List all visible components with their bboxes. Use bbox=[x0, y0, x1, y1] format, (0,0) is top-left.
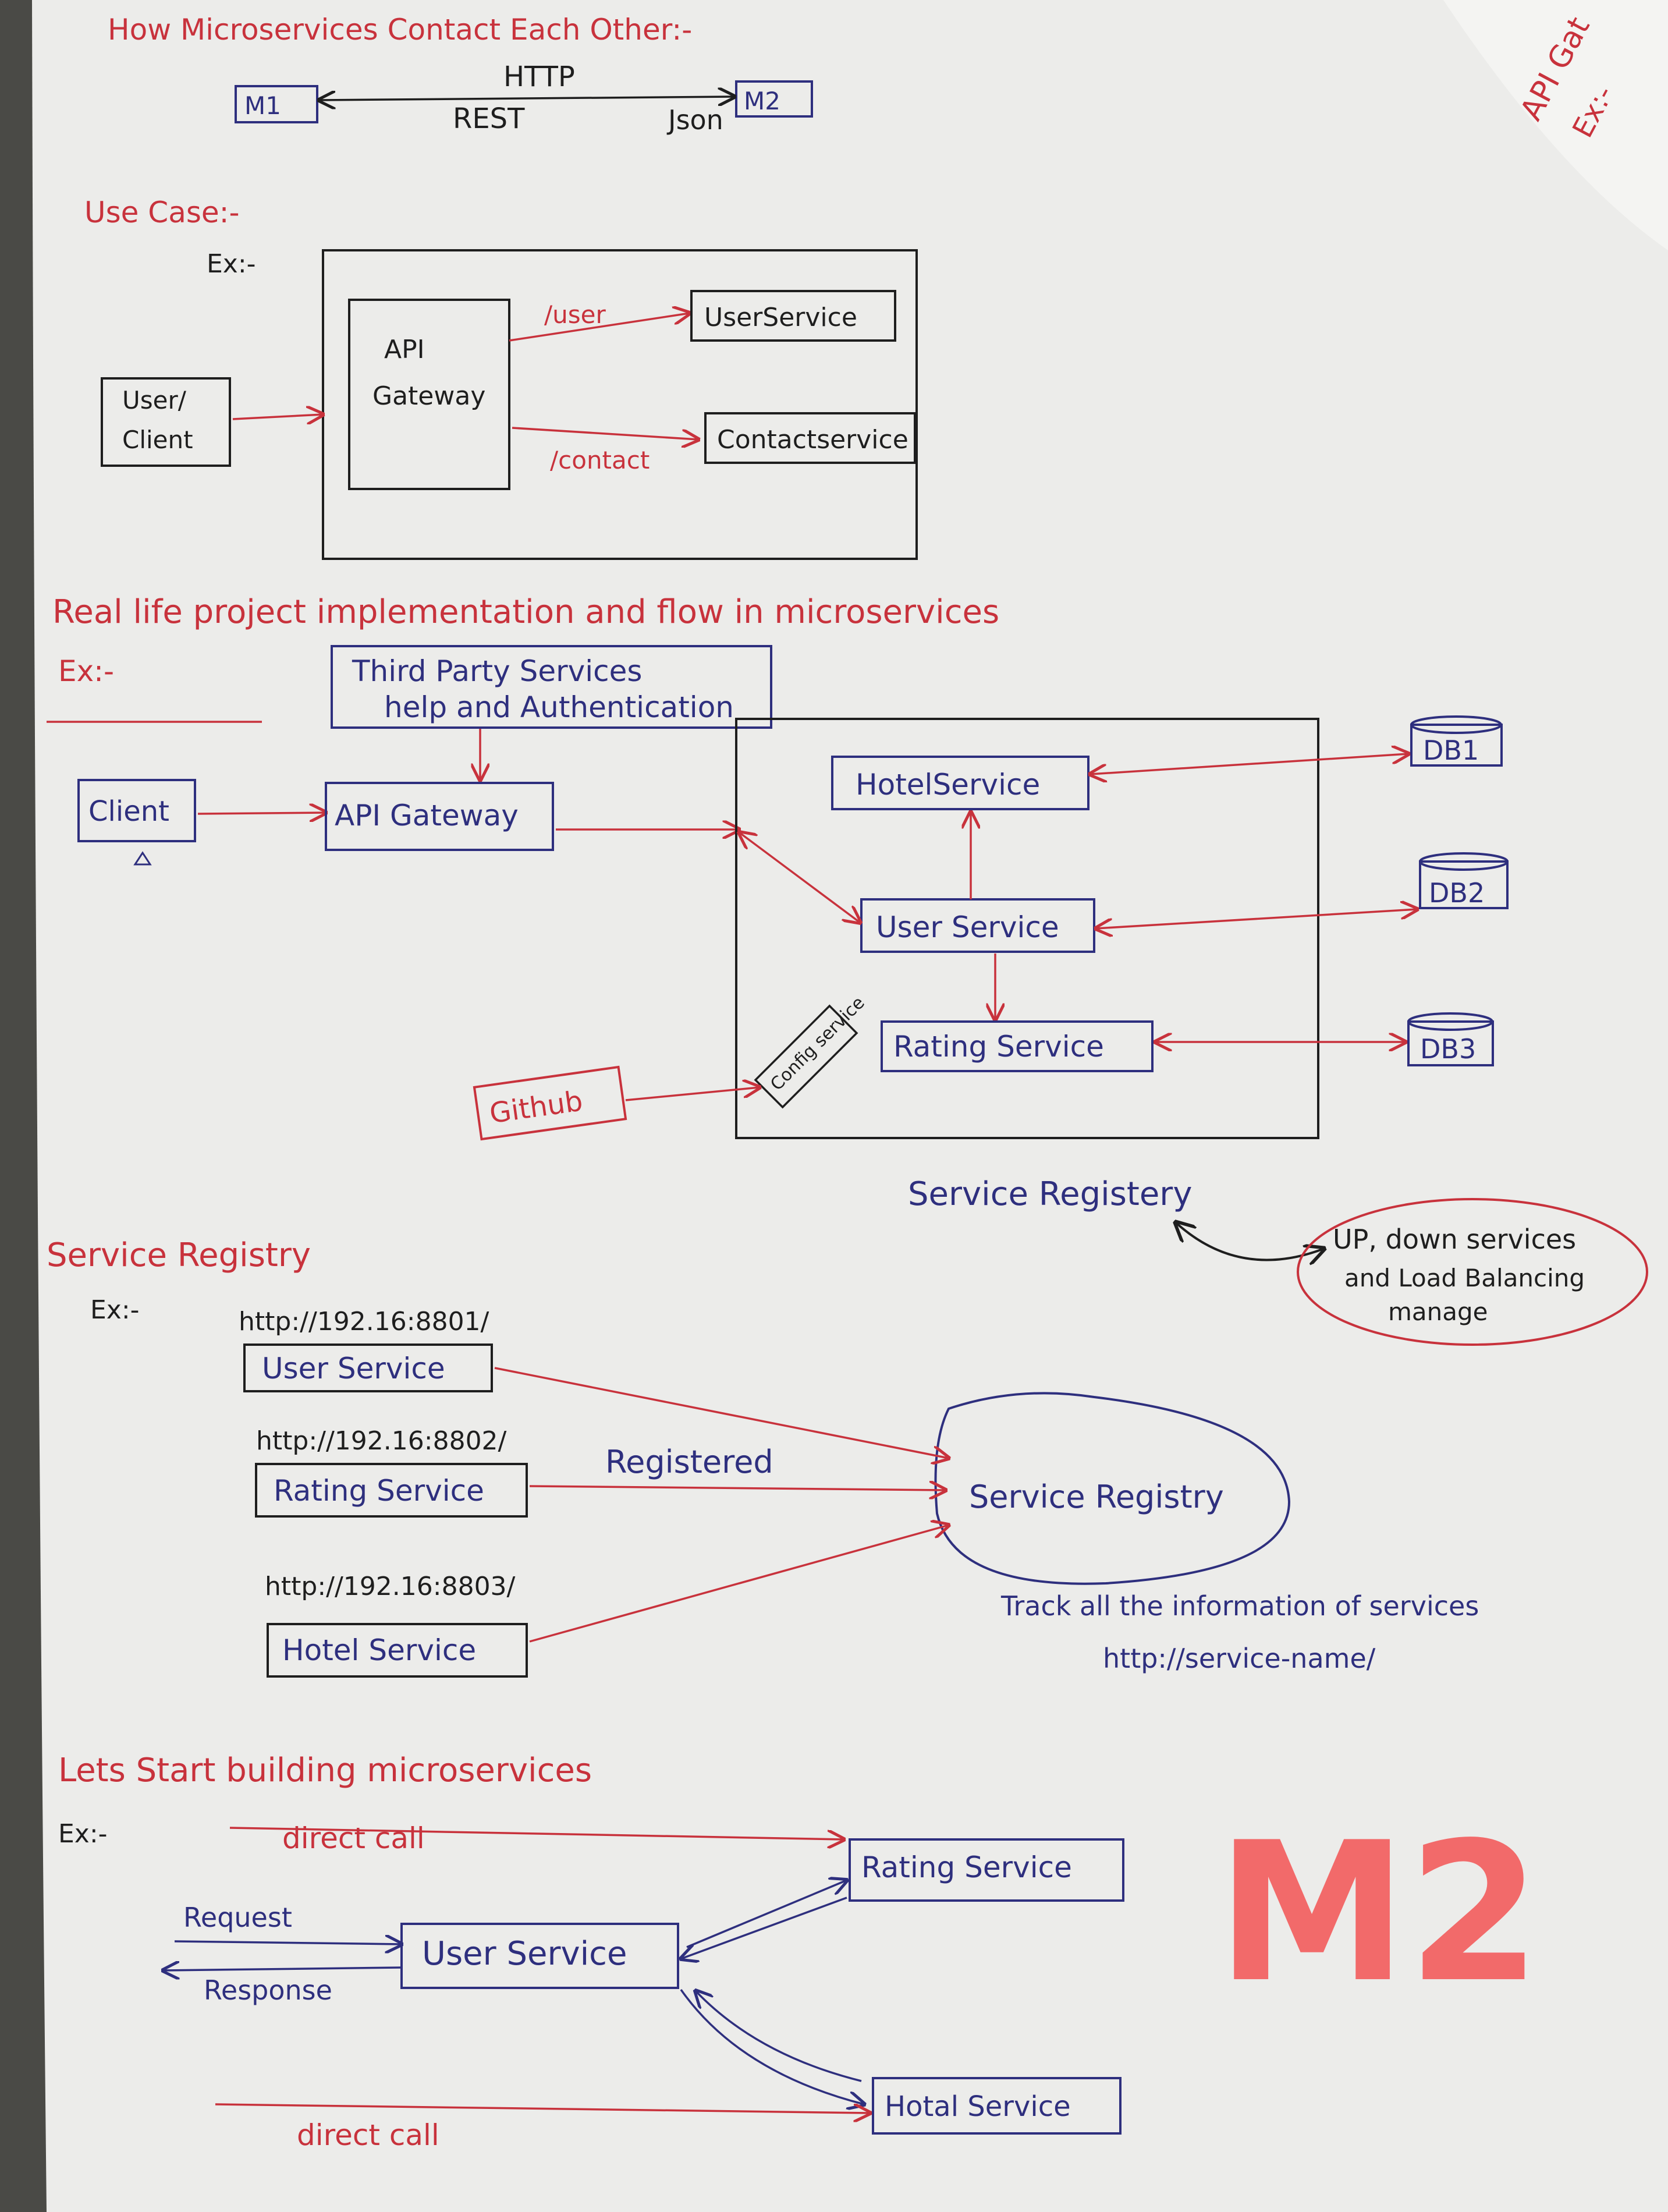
reg-user-service-label: User Service bbox=[262, 1352, 445, 1385]
db3-icon bbox=[1407, 1012, 1494, 1066]
lsb-hotel-service-label: Hotal Service bbox=[885, 2090, 1071, 2123]
usecase-contactservice-label: Contactservice bbox=[717, 425, 908, 455]
usecase-route-user: /user bbox=[544, 300, 606, 329]
http-label: HTTP bbox=[503, 61, 575, 93]
usecase-client-label-line1: User/ bbox=[122, 386, 187, 414]
url2-label: http://192.16:8802/ bbox=[256, 1426, 507, 1456]
cluster-user-arrow bbox=[739, 832, 860, 923]
direct-call-top-arrow bbox=[229, 1827, 844, 1839]
usecase-route-contact: /contact bbox=[550, 446, 650, 474]
user-db2-arrow bbox=[1096, 909, 1417, 928]
client-label: Client bbox=[88, 795, 169, 828]
section5-ex: Ex:- bbox=[58, 1819, 108, 1849]
third-party-line2: help and Authentication bbox=[384, 690, 734, 724]
github-box bbox=[473, 1065, 627, 1141]
rating-service-label: Rating Service bbox=[893, 1030, 1104, 1064]
direct-call-bottom-label: direct call bbox=[297, 2118, 439, 2152]
lsb-hotel-service-box bbox=[872, 2077, 1122, 2135]
usecase-contact-arrow bbox=[512, 427, 698, 439]
request-label: Request bbox=[183, 1902, 292, 1933]
m2-label: M2 bbox=[744, 87, 780, 115]
db3-label: DB3 bbox=[1420, 1033, 1476, 1065]
db2-label: DB2 bbox=[1429, 877, 1485, 909]
third-party-box bbox=[331, 645, 772, 729]
user-service-label: User Service bbox=[876, 910, 1059, 944]
section5-heading: Lets Start building microservices bbox=[58, 1752, 592, 1789]
paper-sheet bbox=[32, 0, 1668, 2212]
usecase-gateway-label-line2: Gateway bbox=[372, 381, 485, 411]
client-box bbox=[77, 779, 196, 842]
hotel-registry-arrow bbox=[529, 1525, 949, 1643]
section3-heading: Real life project implementation and flo… bbox=[52, 593, 999, 631]
response-label: Response bbox=[204, 1975, 332, 2006]
usecase-contactservice-box bbox=[704, 412, 916, 464]
usecase-gateway-label-line1: API bbox=[384, 335, 425, 364]
user-rating-call-arrow bbox=[686, 1880, 847, 1948]
third-party-line1: Third Party Services bbox=[352, 654, 642, 688]
section4-ex: Ex:- bbox=[90, 1295, 140, 1325]
json-label: Json bbox=[666, 104, 723, 136]
section4-heading: Service Registry bbox=[47, 1236, 311, 1274]
rating-registry-arrow bbox=[529, 1486, 946, 1490]
response-arrow bbox=[163, 1968, 402, 1970]
client-marker-icon bbox=[133, 851, 152, 866]
usecase-gateway-box bbox=[348, 299, 510, 490]
registry-note-bubble bbox=[1297, 1198, 1648, 1346]
section2-heading: Use Case:- bbox=[84, 196, 240, 229]
db2-icon bbox=[1419, 852, 1509, 909]
section1-heading: How Microservices Contact Each Other:- bbox=[108, 13, 692, 47]
reg-rating-service-label: Rating Service bbox=[274, 1474, 484, 1508]
service-registry-caption: Service Registery bbox=[908, 1175, 1192, 1213]
rating-user-return-arrow bbox=[681, 1896, 847, 1959]
reg-user-service-box bbox=[243, 1343, 493, 1392]
gateway-label: API Gateway bbox=[335, 799, 519, 832]
service-url-note: http://service-name/ bbox=[1103, 1643, 1376, 1674]
rest-label: REST bbox=[453, 102, 525, 135]
track-note: Track all the information of services bbox=[1000, 1590, 1479, 1622]
m2-badge: M2 bbox=[1216, 1801, 1541, 2025]
usecase-client-arrow bbox=[232, 414, 323, 419]
db1-label: DB1 bbox=[1423, 735, 1479, 766]
user-hotel-call-arrow bbox=[680, 1988, 864, 2104]
registry-note-line2: and Load Balancing bbox=[1344, 1264, 1585, 1292]
url3-label: http://192.16:8803/ bbox=[265, 1572, 516, 1601]
hotel-service-label: HotelService bbox=[856, 768, 1040, 802]
usecase-userservice-box bbox=[690, 290, 896, 342]
usecase-user-arrow bbox=[509, 313, 690, 342]
registry-label: Service Registry bbox=[969, 1479, 1224, 1515]
gateway-box bbox=[325, 782, 554, 851]
reg-rating-service-box bbox=[255, 1463, 528, 1518]
lsb-rating-service-label: Rating Service bbox=[861, 1851, 1072, 1884]
usecase-client-label-line2: Client bbox=[122, 426, 193, 454]
registry-note-line3: manage bbox=[1388, 1298, 1488, 1326]
reg-hotel-service-box bbox=[267, 1623, 528, 1678]
m1-label: M1 bbox=[244, 91, 281, 120]
m1-m2-arrow bbox=[319, 97, 734, 100]
hotel-user-return-arrow bbox=[695, 1991, 862, 2082]
registry-note-line1: UP, down services bbox=[1333, 1224, 1576, 1255]
usecase-userservice-label: UserService bbox=[704, 303, 857, 332]
lsb-rating-service-box bbox=[849, 1838, 1124, 1902]
rating-service-box bbox=[881, 1020, 1154, 1072]
user-registry-arrow bbox=[494, 1367, 949, 1458]
usecase-outer-box bbox=[322, 249, 918, 560]
client-gateway-arrow bbox=[197, 813, 326, 814]
section3-ex: Ex:- bbox=[58, 654, 114, 688]
section2-ex: Ex:- bbox=[207, 249, 256, 279]
url1-label: http://192.16:8801/ bbox=[239, 1307, 489, 1337]
lsb-user-service-label: User Service bbox=[422, 1935, 627, 1973]
direct-call-bottom-arrow bbox=[215, 2103, 870, 2113]
reg-hotel-service-label: Hotel Service bbox=[282, 1633, 476, 1667]
usecase-client-box bbox=[101, 377, 231, 467]
request-arrow bbox=[174, 1941, 402, 1944]
direct-call-top-label: direct call bbox=[282, 1821, 425, 1855]
github-config-arrow bbox=[625, 1087, 760, 1101]
corner-page bbox=[1443, 0, 1668, 250]
registered-label: Registered bbox=[605, 1444, 773, 1480]
hotel-db1-arrow bbox=[1090, 754, 1408, 774]
db1-icon bbox=[1410, 715, 1503, 767]
registry-ellipse bbox=[934, 1392, 1291, 1585]
